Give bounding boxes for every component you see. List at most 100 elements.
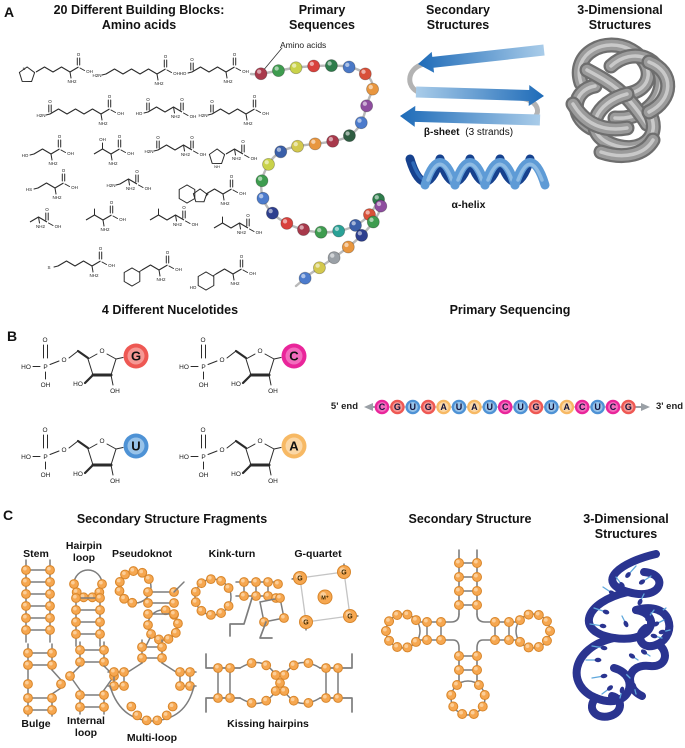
label-hairpin-loop: Hairpin loop	[65, 540, 103, 564]
panel-a-col4-title: 3-Dimensional Structures	[560, 3, 680, 33]
svg-text:OH: OH	[67, 151, 74, 156]
svg-text:HO: HO	[179, 364, 189, 371]
svg-text:U: U	[548, 402, 555, 412]
svg-text:O: O	[42, 337, 47, 344]
svg-text:OH: OH	[86, 69, 93, 74]
label-pseudoknot: Pseudoknot	[111, 548, 173, 560]
svg-text:O: O	[48, 99, 52, 104]
svg-text:O: O	[190, 135, 194, 140]
svg-text:NH2: NH2	[98, 121, 107, 126]
svg-text:O: O	[61, 447, 66, 454]
svg-text:G: G	[394, 402, 401, 412]
svg-text:U: U	[410, 402, 417, 412]
svg-text:P: P	[43, 454, 47, 461]
col2-title-line2: Sequences	[288, 18, 355, 32]
label-kink-turn: Kink-turn	[208, 548, 256, 560]
beta-sheet-icon	[400, 44, 545, 127]
svg-text:HO: HO	[73, 381, 83, 388]
svg-text:HO: HO	[73, 471, 83, 478]
svg-text:HO: HO	[190, 285, 197, 290]
svg-text:O: O	[164, 54, 168, 59]
svg-text:OH: OH	[256, 230, 263, 235]
svg-text:P: P	[43, 364, 47, 371]
svg-text:HO: HO	[22, 153, 29, 158]
svg-text:OH: OH	[41, 472, 51, 479]
svg-text:NH2: NH2	[223, 79, 232, 84]
col3-title-line2: Structures	[426, 18, 490, 32]
svg-text:O: O	[110, 200, 114, 205]
svg-text:NH: NH	[214, 164, 220, 169]
beta-sheet-label: β-sheet (3 strands)	[396, 127, 541, 138]
svg-text:OH: OH	[127, 151, 134, 156]
svg-text:HO: HO	[21, 364, 31, 371]
svg-text:OH: OH	[41, 382, 51, 389]
svg-text:P: P	[201, 454, 205, 461]
svg-text:NH2: NH2	[232, 156, 241, 161]
label-bulge: Bulge	[21, 718, 51, 730]
svg-text:O: O	[135, 169, 139, 174]
col4-title-line1: 3-Dimensional	[577, 3, 663, 17]
svg-text:OH: OH	[110, 388, 120, 395]
panel-c-right-title-line2: Structures	[594, 527, 658, 541]
svg-text:G: G	[425, 402, 432, 412]
svg-text:HO: HO	[21, 454, 31, 461]
svg-text:NH2: NH2	[220, 201, 229, 206]
panel-c-mid-title: Secondary Structure	[408, 512, 532, 526]
svg-text:NH2: NH2	[100, 227, 109, 232]
svg-text:O: O	[190, 57, 194, 62]
svg-text:HO: HO	[179, 454, 189, 461]
col1-title-line1: 20 Different Building Blocks:	[53, 3, 225, 17]
svg-text:O: O	[42, 427, 47, 434]
label-stem: Stem	[23, 548, 49, 560]
svg-text:O: O	[77, 52, 81, 57]
col4-title-line2: Structures	[588, 18, 652, 32]
svg-text:G: G	[297, 575, 303, 582]
col1-title-line2: Amino acids	[101, 18, 177, 32]
svg-text:OH: OH	[239, 191, 246, 196]
svg-text:S: S	[47, 265, 50, 270]
rna-3d-structure-icon	[572, 550, 674, 721]
svg-text:OH: OH	[117, 111, 124, 116]
svg-text:NH2: NH2	[52, 195, 61, 200]
amino-acids-annotation: Amino acids	[280, 40, 327, 50]
svg-text:G: G	[131, 349, 141, 364]
svg-text:C: C	[289, 349, 299, 364]
svg-text:OH: OH	[119, 217, 126, 222]
alpha-helix-label: α-helix	[451, 199, 486, 211]
svg-text:U: U	[594, 402, 601, 412]
svg-text:O: O	[166, 250, 170, 255]
svg-text:O: O	[246, 213, 250, 218]
col2-title-line1: Primary	[298, 3, 346, 17]
svg-text:NH2: NH2	[173, 222, 182, 227]
svg-text:HS: HS	[26, 187, 32, 192]
protein-3d-structure-icon	[565, 37, 676, 163]
svg-text:O: O	[253, 94, 257, 99]
svg-text:H2N: H2N	[106, 183, 115, 188]
svg-text:O: O	[233, 52, 237, 57]
svg-text:H2N: H2N	[144, 149, 153, 154]
svg-text:NH2: NH2	[126, 186, 135, 191]
beta-sheet-label-rest: (3 strands)	[465, 127, 514, 138]
panel-b-left-title: 4 Different Nucelotides	[101, 303, 239, 317]
svg-text:O: O	[58, 134, 62, 139]
rna-secondary-structure-cloverleaf-icon	[381, 549, 555, 719]
svg-text:O: O	[99, 348, 104, 355]
panel-b-right-title: Primary Sequencing	[449, 303, 571, 317]
svg-text:OH: OH	[108, 263, 115, 268]
svg-text:O: O	[108, 94, 112, 99]
panel-c-left-title: Secondary Structure Fragments	[76, 512, 268, 526]
beta-sheet-label-bold: β-sheet	[423, 127, 460, 138]
svg-text:U: U	[487, 402, 494, 412]
panel-a-col1-title: 20 Different Building Blocks: Amino acid…	[33, 3, 245, 33]
svg-text:OH: OH	[199, 382, 209, 389]
svg-text:NH2: NH2	[156, 277, 165, 282]
svg-text:O: O	[156, 135, 160, 140]
svg-text:O: O	[99, 438, 104, 445]
panel-c-label: C	[3, 507, 14, 523]
panel-a-col2-title: Primary Sequences	[272, 3, 372, 33]
svg-text:O: O	[180, 97, 184, 102]
svg-text:O: O	[45, 207, 49, 212]
svg-text:G: G	[303, 619, 309, 626]
